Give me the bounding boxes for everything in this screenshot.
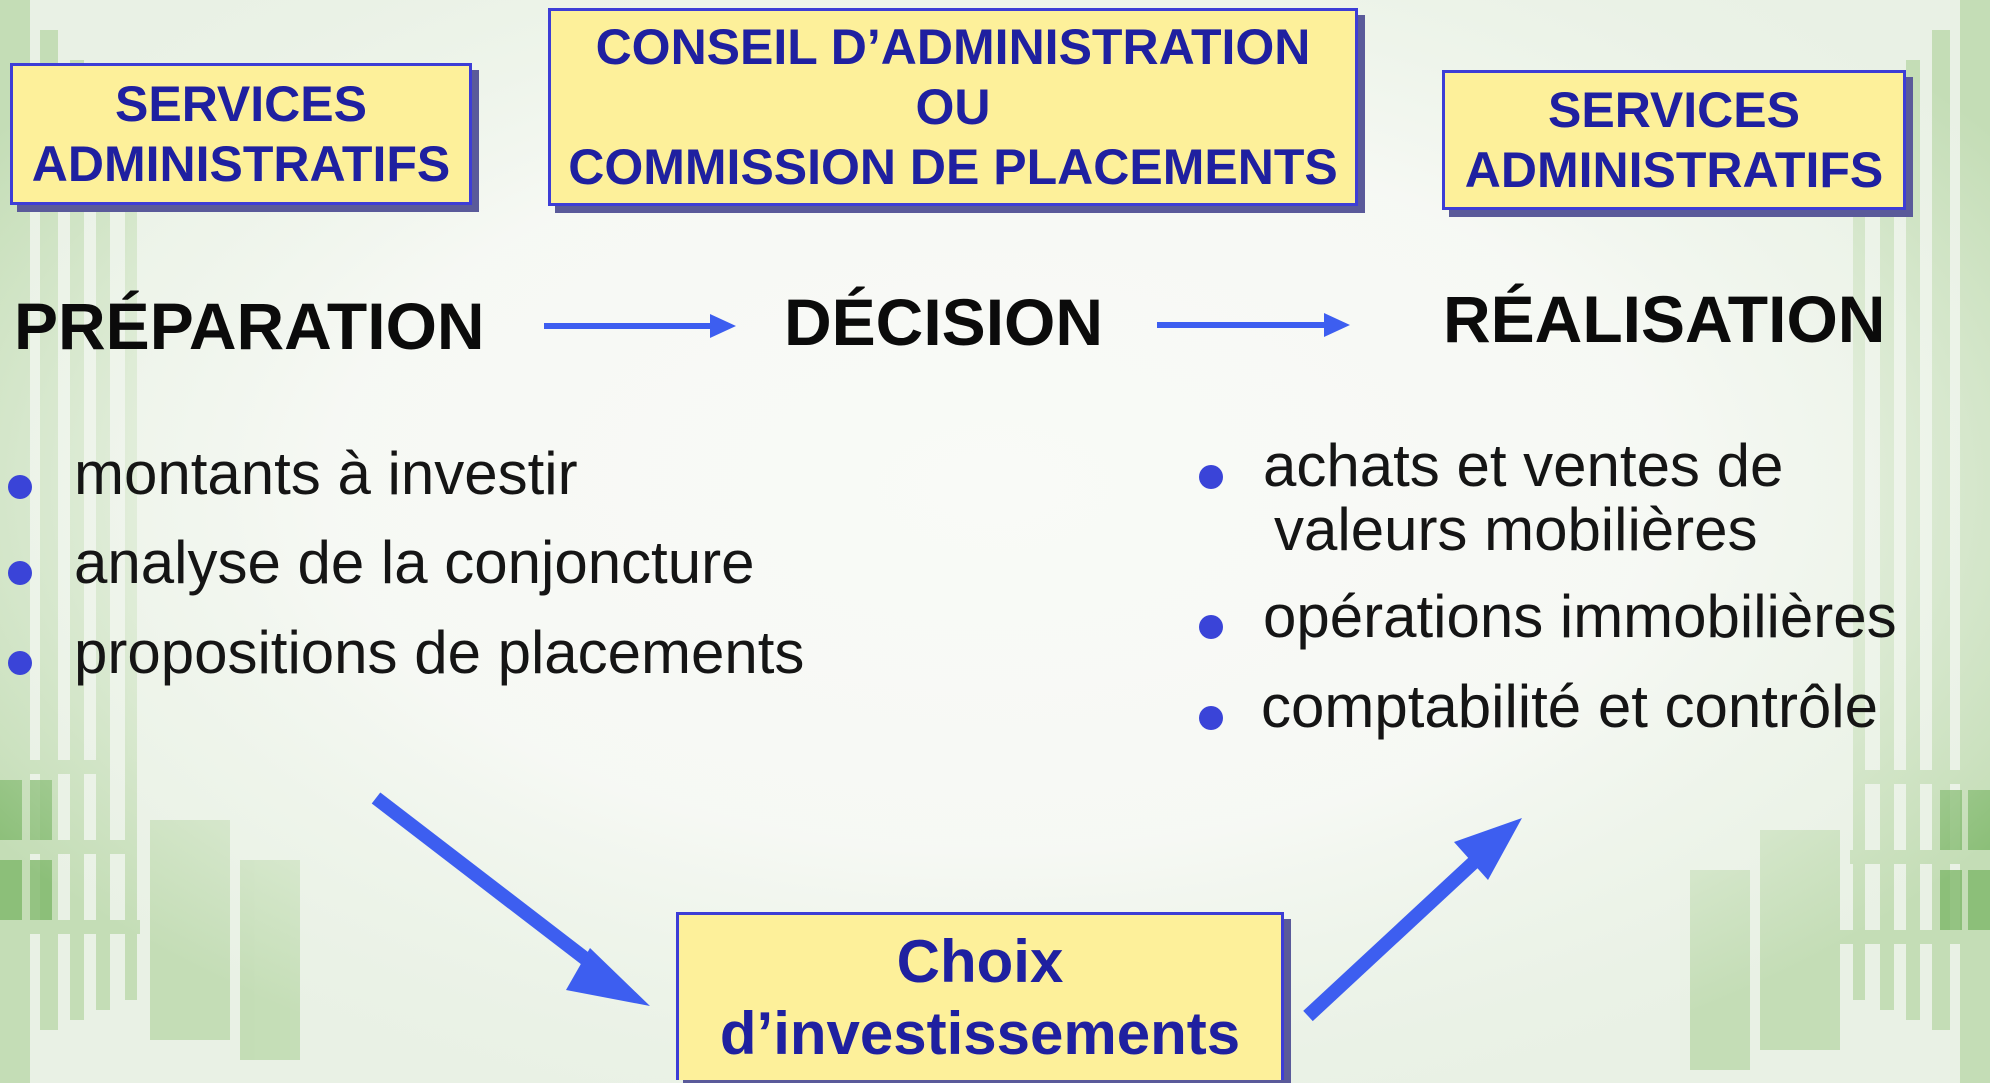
box-center-line-2: OU	[915, 79, 991, 135]
bullet-icon	[1199, 465, 1223, 489]
realisation-item-continuation: valeurs mobilières	[1274, 496, 1758, 563]
conseil-administration-box: CONSEIL D’ADMINISTRATION OU COMMISSION D…	[548, 8, 1358, 206]
services-administratifs-box-left: SERVICES ADMINISTRATIFS	[10, 63, 472, 205]
bullet-icon	[1199, 706, 1223, 730]
bullet-icon	[8, 651, 32, 675]
services-administratifs-box-right: SERVICES ADMINISTRATIFS	[1442, 70, 1906, 210]
box-left-line-1: SERVICES	[115, 76, 367, 132]
box-right-line-1: SERVICES	[1548, 82, 1800, 138]
realisation-item: opérations immobilières	[1263, 583, 1897, 650]
bullet-icon	[8, 475, 32, 499]
stage-preparation: PRÉPARATION	[14, 289, 485, 363]
bullet-icon	[8, 561, 32, 585]
box-center-line-3: COMMISSION DE PLACEMENTS	[568, 139, 1338, 195]
preparation-item: analyse de la conjoncture	[74, 529, 755, 596]
stage-realisation: RÉALISATION	[1443, 282, 1886, 356]
box-center-line-1: CONSEIL D’ADMINISTRATION	[595, 19, 1311, 75]
preparation-item: propositions de placements	[74, 619, 805, 686]
choix-investissements-box: Choix d’investissements	[676, 912, 1284, 1080]
realisation-item: comptabilité et contrôle	[1261, 673, 1878, 740]
box-bottom-line-1: Choix	[896, 927, 1064, 995]
box-bottom-line-2: d’investissements	[719, 999, 1241, 1067]
box-right-line-2: ADMINISTRATIFS	[1464, 142, 1884, 198]
preparation-item: montants à investir	[74, 440, 578, 507]
stage-decision: DÉCISION	[784, 285, 1104, 359]
realisation-item: achats et ventes de	[1263, 432, 1784, 499]
box-left-line-2: ADMINISTRATIFS	[31, 136, 451, 192]
bullet-icon	[1199, 615, 1223, 639]
